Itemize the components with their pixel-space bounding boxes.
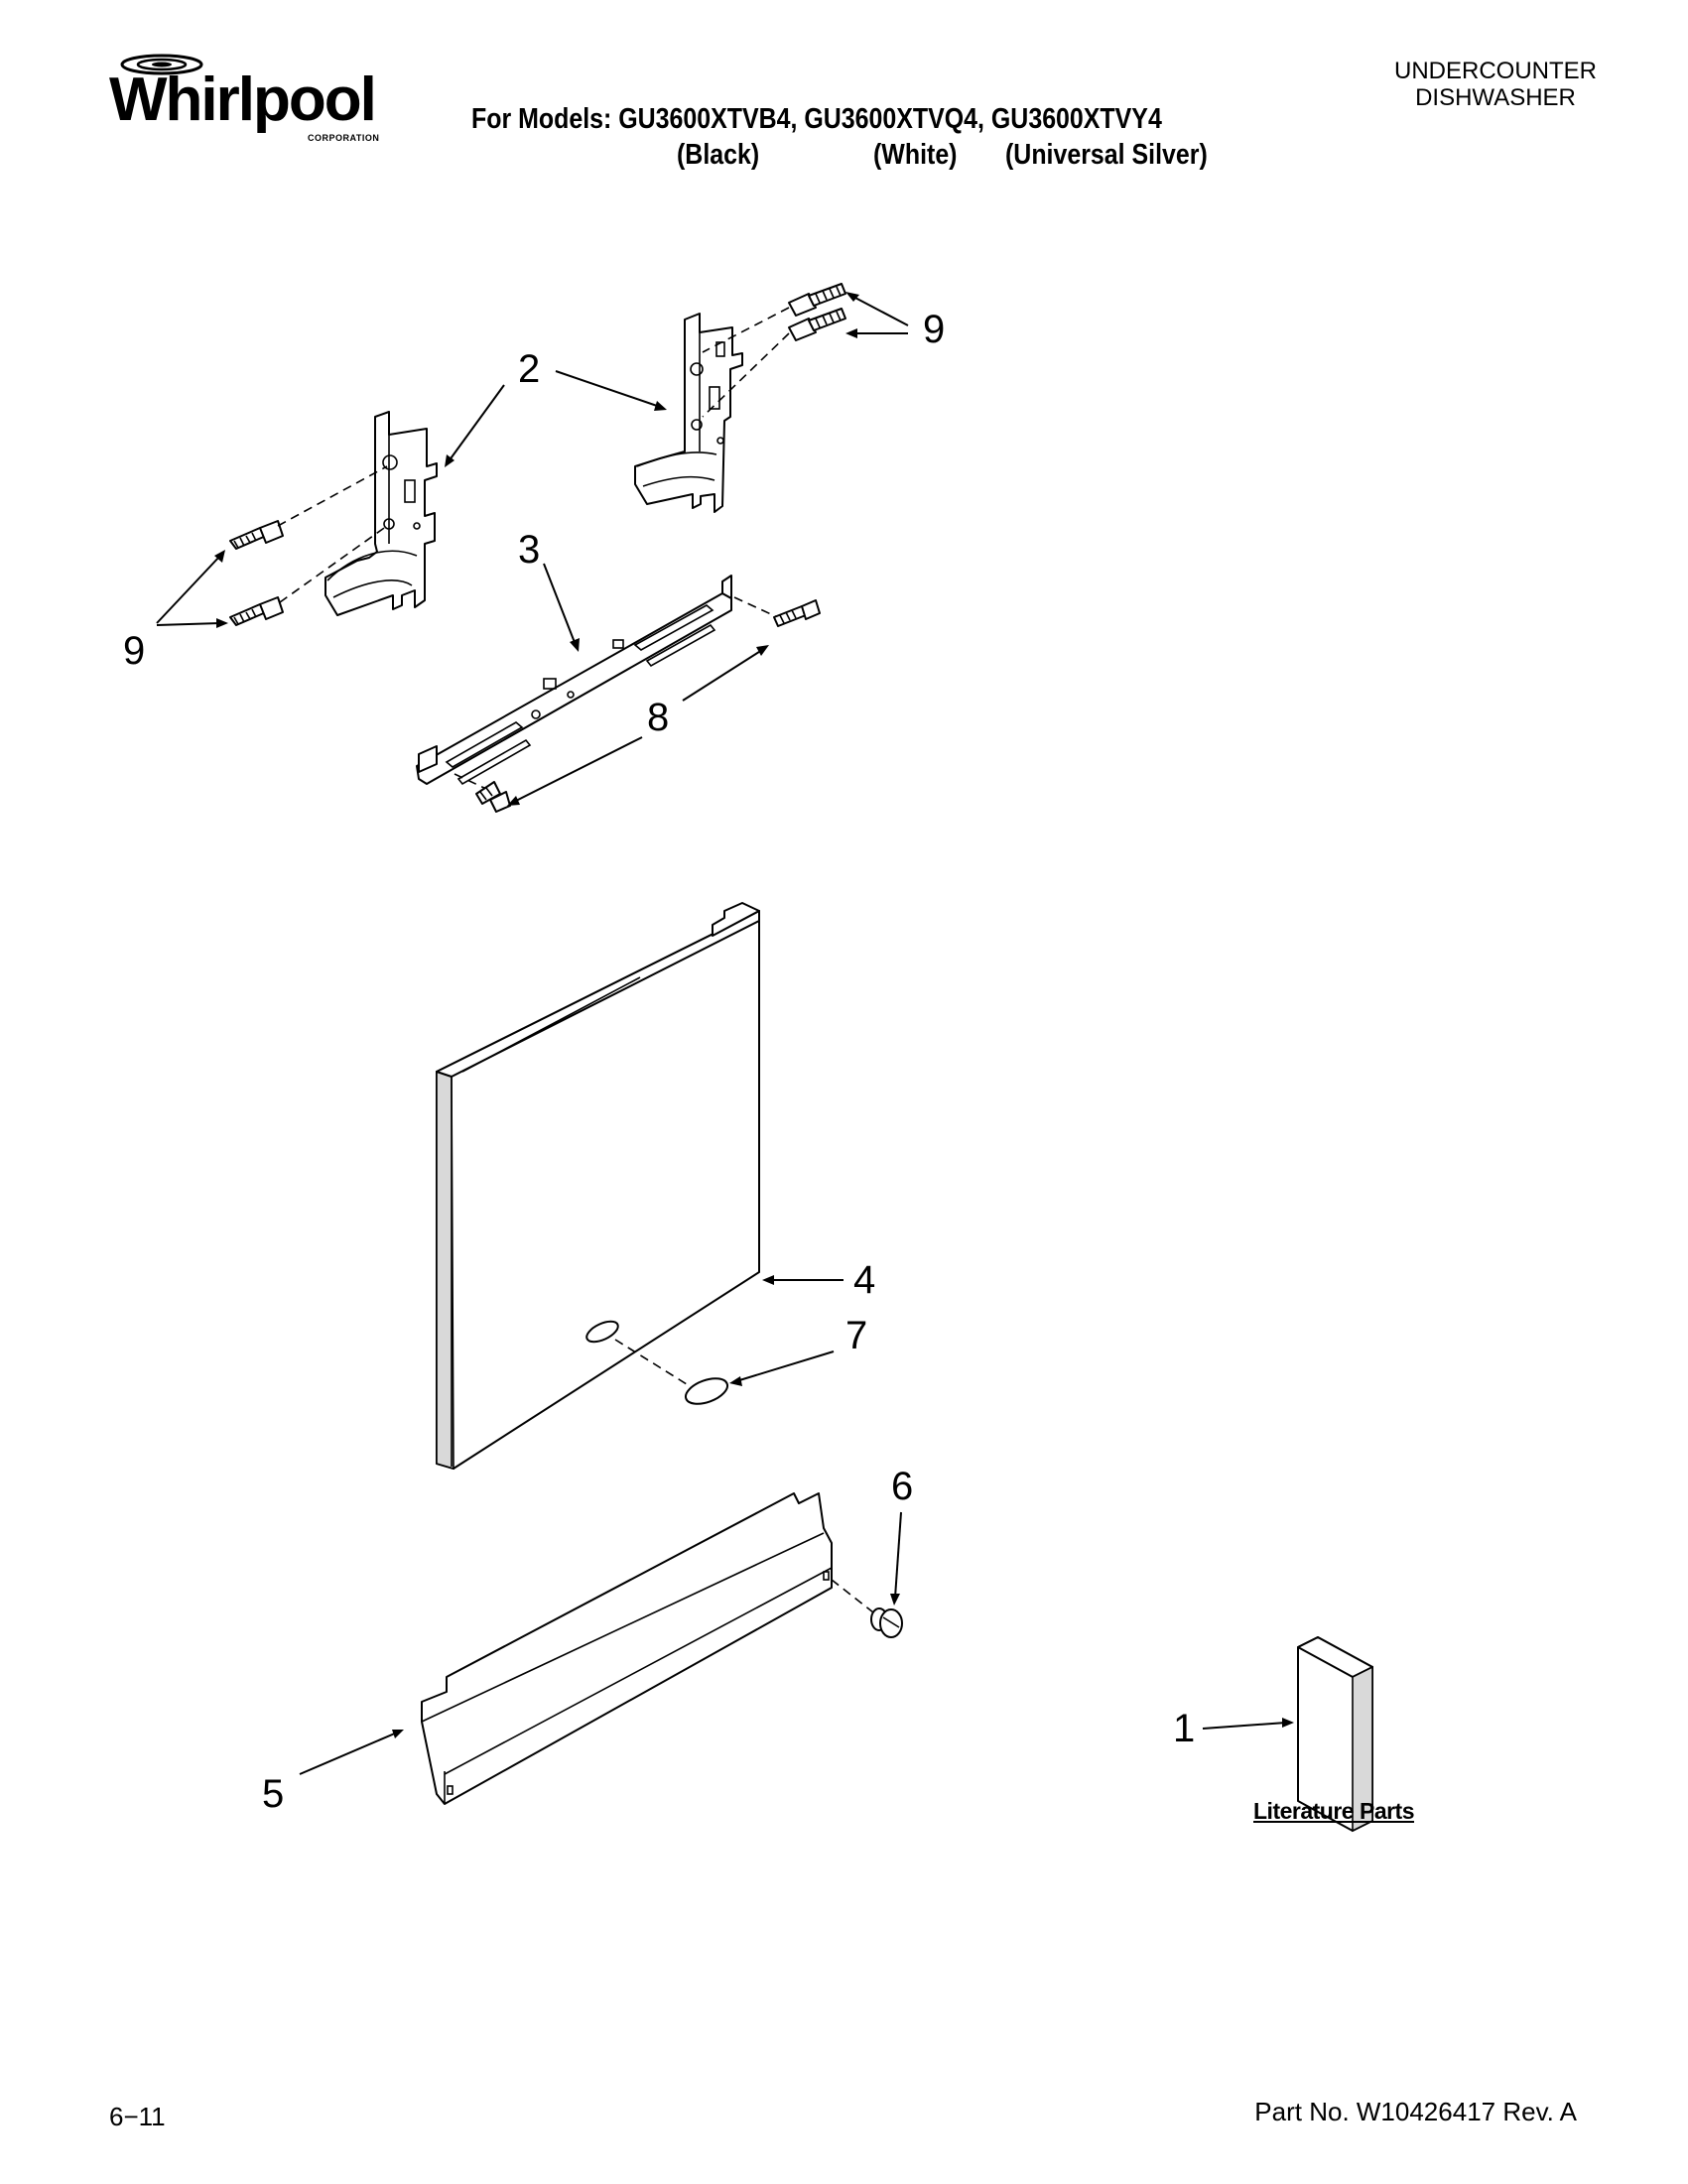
brand-logo: Whirlpool CORPORATION — [109, 52, 380, 151]
callout-6: 6 — [891, 1465, 914, 1508]
literature-parts-label: Literature Parts — [1253, 1798, 1415, 1824]
panel-badge-recess — [585, 1320, 619, 1344]
part-2-bracket-right — [634, 313, 743, 513]
callout-5: 5 — [262, 1772, 285, 1816]
part-8-screw-right — [773, 599, 821, 627]
part-5-access-panel — [421, 1492, 874, 1805]
callout-9-left: 9 — [123, 629, 146, 673]
callout-9-top: 9 — [923, 308, 946, 351]
callout-leaders — [156, 292, 1294, 1775]
brand-subtext: CORPORATION — [308, 133, 380, 143]
part-9-screw-left-lower — [229, 525, 388, 626]
callout-2: 2 — [518, 347, 541, 391]
model-color-black: (Black) — [677, 139, 760, 171]
callout-8: 8 — [647, 696, 670, 739]
part-4-door-panel — [436, 902, 760, 1471]
part-3-mounting-rail — [416, 575, 785, 786]
callout-3: 3 — [518, 528, 541, 572]
part-7-badge — [684, 1377, 729, 1405]
category-line-1: UNDERCOUNTER — [1394, 58, 1597, 84]
callout-7: 7 — [845, 1314, 868, 1357]
callout-4: 4 — [853, 1258, 876, 1302]
logo-swirl-icon — [120, 54, 203, 75]
callout-1: 1 — [1173, 1707, 1196, 1750]
part-9-screw-left-upper — [229, 465, 388, 550]
revision-date: 6−11 — [109, 2102, 166, 2131]
product-category: UNDERCOUNTER DISHWASHER — [1394, 58, 1597, 111]
part-1-literature — [1297, 1636, 1373, 1833]
brand-wordmark: Whirlpool — [109, 65, 377, 134]
part-9-screw-right-upper — [702, 283, 846, 353]
model-color-silver: (Universal Silver) — [1005, 139, 1208, 171]
models-title: For Models: GU3600XTVB4, GU3600XTVQ4, GU… — [471, 103, 1162, 135]
part-6-screw — [870, 1607, 903, 1638]
category-line-2: DISHWASHER — [1415, 84, 1576, 111]
model-color-white: (White) — [873, 139, 958, 171]
part-9-screw-right-lower — [702, 308, 846, 418]
part-8-screw-left — [454, 773, 511, 813]
part-number: Part No. W10426417 Rev. A — [1254, 2097, 1577, 2126]
part-2-bracket-left — [325, 411, 438, 616]
